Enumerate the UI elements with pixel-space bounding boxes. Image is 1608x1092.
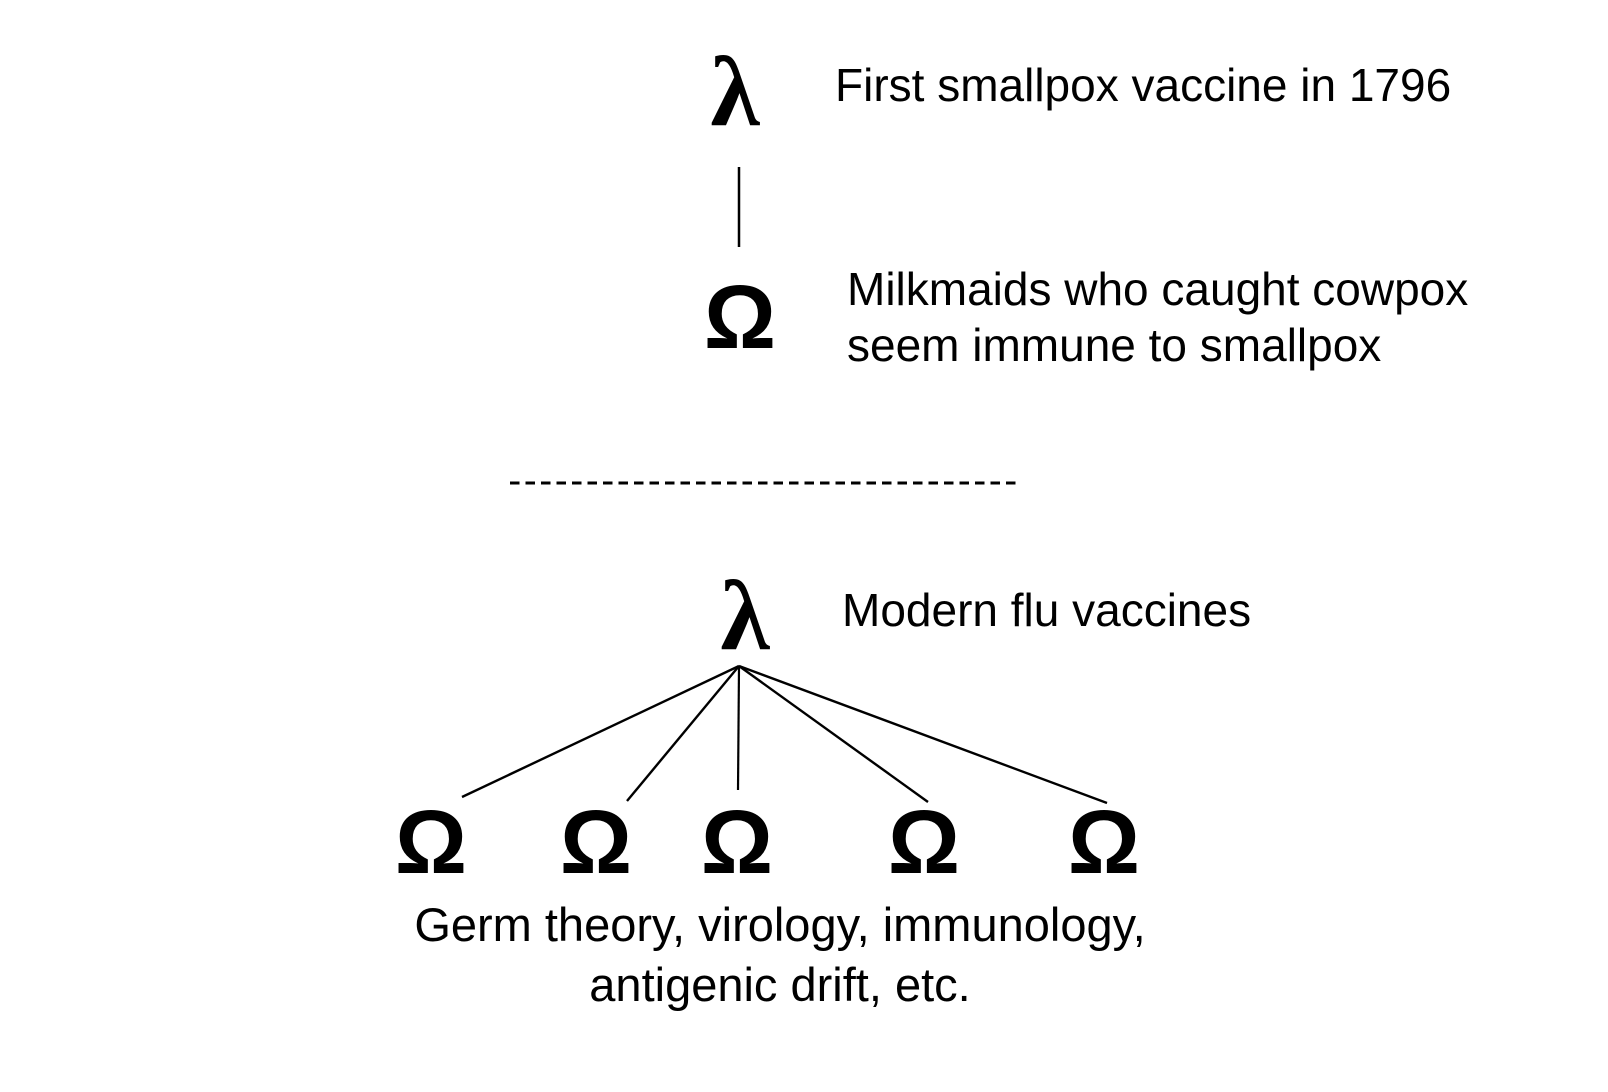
bottom-caption-line1: Germ theory, virology, immunology,: [414, 898, 1146, 951]
fan-line-4: [738, 665, 929, 803]
fan-lines: [461, 664, 1108, 805]
top-omega-label: Milkmaids who caught cowpox seem immune …: [847, 261, 1468, 373]
top-omega-icon: Ω: [703, 268, 777, 368]
top-lambda-icon: λ: [710, 36, 760, 147]
bottom-omega-icon-4: Ω: [887, 793, 961, 893]
fan-line-1: [461, 664, 740, 799]
bottom-omega-icon-5: Ω: [1067, 793, 1141, 893]
bottom-caption: Germ theory, virology, immunology, antig…: [414, 895, 1145, 1015]
top-omega-label-line1: Milkmaids who caught cowpox: [847, 263, 1469, 315]
bottom-lambda-icon: λ: [720, 560, 770, 671]
fan-line-5: [738, 664, 1108, 805]
top-lambda-label: First smallpox vaccine in 1796: [835, 59, 1452, 111]
bottom-caption-line2: antigenic drift, etc.: [589, 958, 971, 1011]
bottom-omega-icon-1: Ω: [394, 793, 468, 893]
fan-line-2: [626, 665, 740, 802]
top-omega-label-line2: seem immune to smallpox: [847, 319, 1382, 371]
fan-line-3: [736, 665, 741, 791]
bottom-omega-icon-3: Ω: [700, 793, 774, 893]
bottom-omega-icon-2: Ω: [559, 793, 633, 893]
bottom-lambda-label: Modern flu vaccines: [842, 584, 1252, 636]
